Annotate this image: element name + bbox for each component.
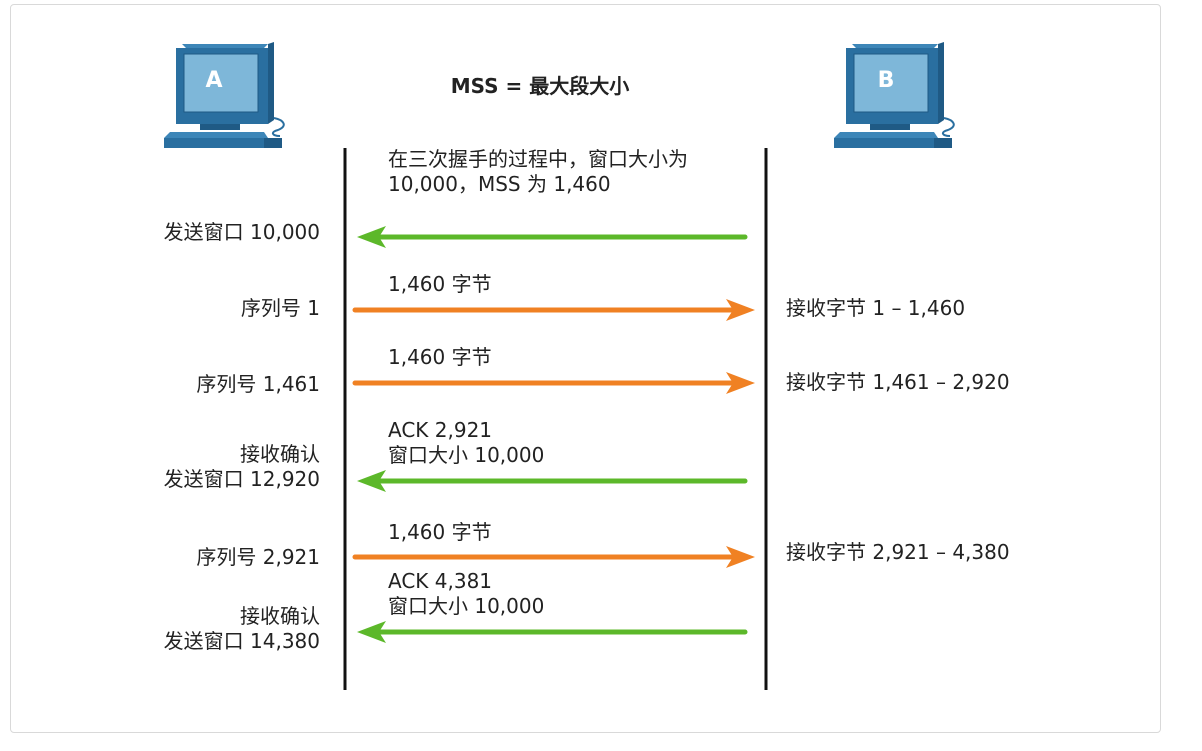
step-note-line: 窗口大小 10,000 — [388, 594, 545, 618]
host-a-computer-icon: A — [164, 42, 285, 148]
host-a-status: 发送窗口 10,000 — [164, 220, 320, 245]
host-a-status-line: 序列号 2,921 — [196, 545, 320, 569]
host-a-status-line: 接收确认 — [240, 604, 320, 628]
host-a-status: 接收确认发送窗口 14,380 — [164, 604, 320, 654]
host-b-status: 接收字节 1 – 1,460 — [786, 296, 965, 321]
step-note: 1,460 字节 — [388, 345, 492, 370]
host-a-status-line: 序列号 1,461 — [196, 372, 320, 396]
host-b-status-line: 接收字节 2,921 – 4,380 — [786, 540, 1010, 564]
host-a-label: A — [205, 68, 222, 93]
host-b-status-line: 接收字节 1,461 – 2,920 — [786, 370, 1010, 394]
host-a-status-line: 接收确认 — [240, 442, 320, 466]
host-a-status: 序列号 2,921 — [196, 545, 320, 570]
host-b-label: B — [878, 68, 895, 93]
diagram-title: MSS = 最大段大小 — [450, 74, 630, 98]
host-a-status-line: 发送窗口 12,920 — [163, 467, 320, 491]
step-note-line: 1,460 字节 — [388, 520, 492, 544]
ack-arrow — [357, 226, 748, 248]
step-note-line: ACK 4,381 — [388, 569, 493, 593]
ack-arrow — [357, 621, 748, 643]
host-b-status: 接收字节 1,461 – 2,920 — [786, 370, 1010, 395]
step-note-line: 10,000，MSS 为 1,460 — [388, 172, 611, 196]
host-a-status-line: 发送窗口 10,000 — [163, 220, 320, 244]
ack-arrow — [357, 470, 748, 492]
host-b-status-line: 接收字节 1 – 1,460 — [786, 296, 966, 320]
host-b-status: 接收字节 2,921 – 4,380 — [786, 540, 1010, 565]
host-a-status: 接收确认发送窗口 12,920 — [164, 442, 320, 492]
step-note-line: 窗口大小 10,000 — [388, 443, 545, 467]
host-a-status: 序列号 1,461 — [196, 372, 320, 397]
host-a-status-line: 发送窗口 14,380 — [163, 629, 320, 653]
data-arrow — [352, 372, 755, 394]
step-note-line: 1,460 字节 — [388, 272, 492, 296]
data-arrow — [352, 299, 755, 321]
step-note: 1,460 字节 — [388, 272, 492, 297]
step-note-line: 在三次握手的过程中，窗口大小为 — [388, 147, 688, 171]
host-a-status: 序列号 1 — [241, 296, 320, 321]
step-note: 1,460 字节 — [388, 520, 492, 545]
host-b-computer-icon: B — [834, 42, 955, 148]
data-arrow — [352, 546, 755, 568]
step-note-line: 1,460 字节 — [388, 345, 492, 369]
host-a-status-line: 序列号 1 — [240, 296, 320, 320]
step-note-line: ACK 2,921 — [388, 418, 493, 442]
